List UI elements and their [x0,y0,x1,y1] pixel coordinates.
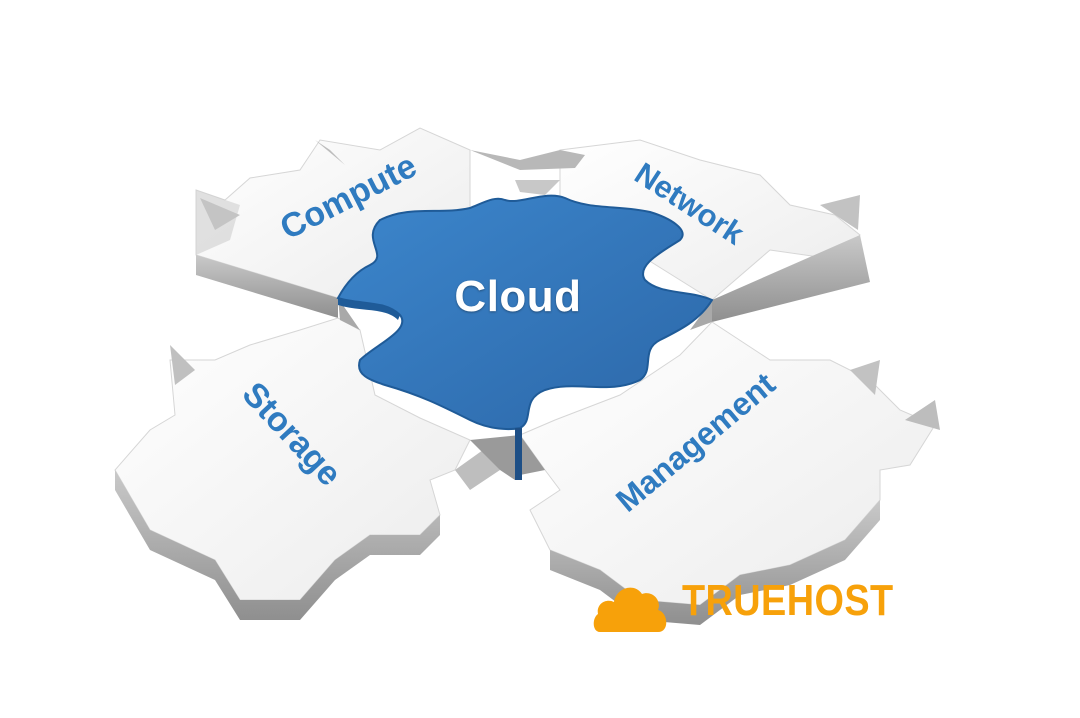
puzzle-piece-cloud [336,194,714,480]
puzzle-piece-network [470,139,870,322]
puzzle-piece-compute [195,127,471,318]
brand-name: TRUEHOST [682,576,894,625]
label-cloud: Cloud [454,272,582,321]
cloud-icon [593,587,667,632]
truehost-logo: TRUEHOST [592,570,932,634]
puzzle-piece-management [519,321,940,625]
